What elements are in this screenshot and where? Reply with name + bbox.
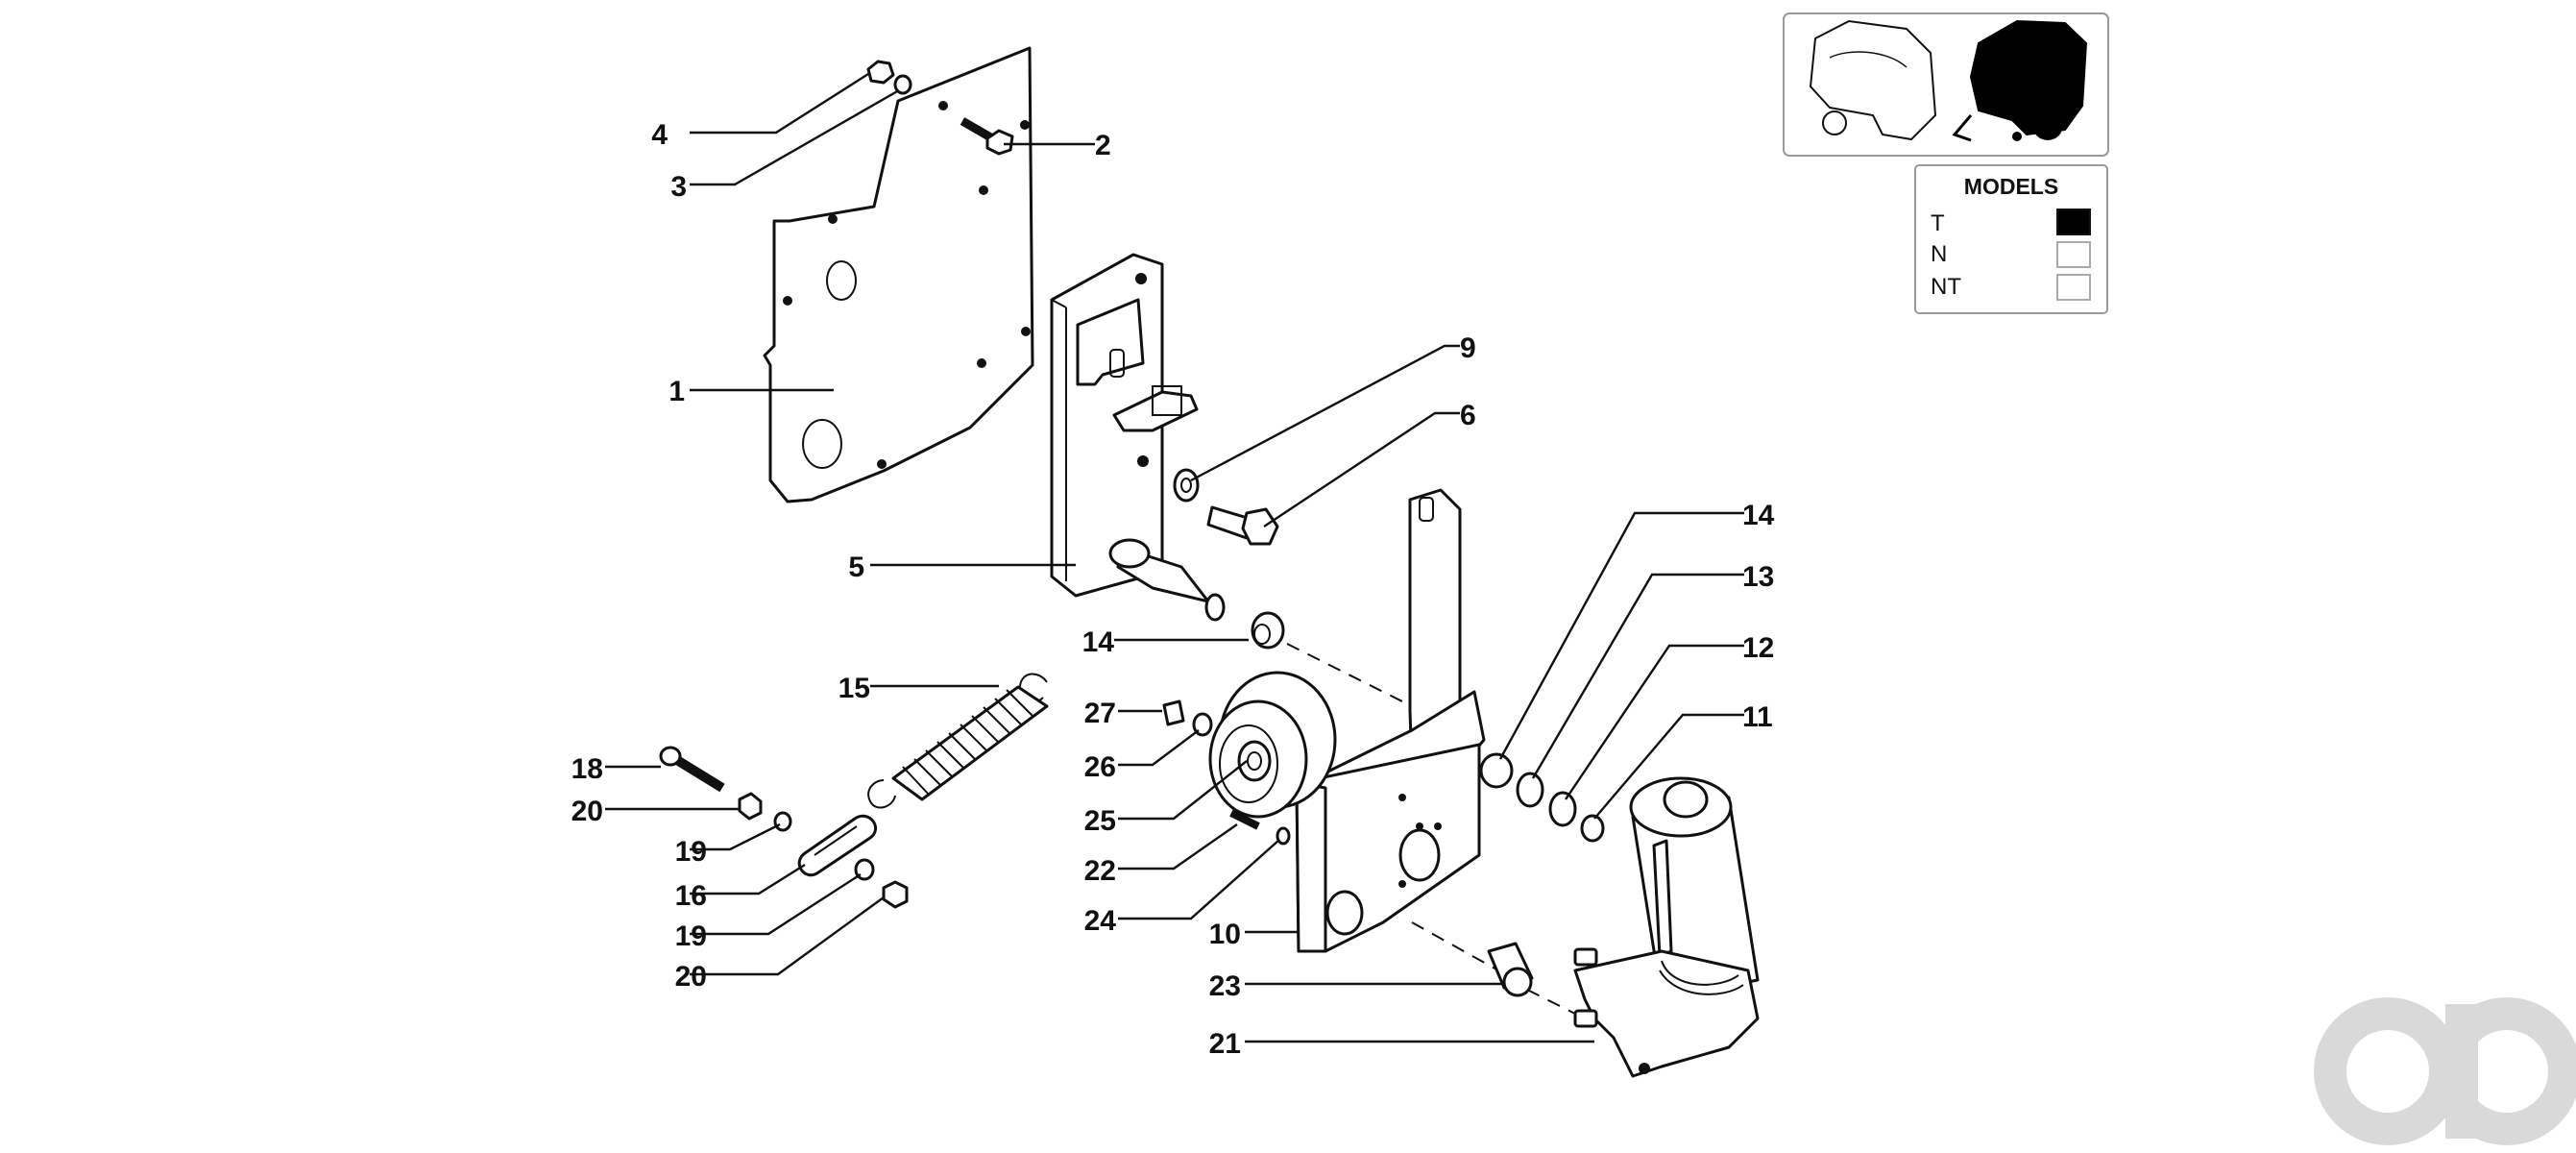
- part-washer-19a: [773, 811, 792, 832]
- callout-label: 14: [1742, 500, 1775, 531]
- callout-label: 4: [651, 119, 668, 151]
- callout-label: 24: [1084, 905, 1117, 937]
- leader-lines: [605, 72, 1744, 1043]
- part-ring-12: [1548, 791, 1577, 827]
- callout-label: 16: [675, 880, 707, 912]
- callout-label: 3: [670, 171, 687, 203]
- model-checkbox-n: [2056, 241, 2091, 268]
- part-ring-14b: [1479, 752, 1514, 789]
- part-ring-13: [1516, 772, 1544, 808]
- part-spring: [867, 673, 1049, 809]
- model-checkbox-nt: [2056, 274, 2091, 301]
- part-nut-washer: [866, 60, 912, 95]
- axis-line: [1411, 921, 1499, 971]
- callout-label: 6: [1460, 400, 1476, 431]
- callout-labels: 4 3 2 1 9 6 5 14 14 13 12 11 15 27 26 25…: [571, 119, 1775, 1060]
- callout-label: 25: [1084, 805, 1116, 837]
- part-arm: [1293, 488, 1486, 953]
- model-checkbox-t: [2056, 209, 2091, 235]
- part-bolt-2: [960, 117, 1014, 156]
- callout-label: 22: [1084, 855, 1116, 887]
- part-bushing-14: [1251, 611, 1285, 650]
- callout-label: 5: [848, 552, 864, 583]
- callout-label: 19: [675, 920, 707, 952]
- brand-logo: [2314, 997, 2576, 1145]
- callout-label: 9: [1460, 332, 1476, 364]
- callout-label: 18: [571, 753, 603, 785]
- callout-label: 19: [675, 836, 707, 868]
- part-washer-9: [1173, 468, 1200, 503]
- part-chain-link: [797, 815, 878, 876]
- model-label-t: T: [1931, 210, 1945, 236]
- callout-label: 26: [1084, 751, 1116, 783]
- callout-label: 20: [571, 796, 603, 827]
- callout-label: 13: [1742, 561, 1774, 593]
- callout-label: 20: [675, 961, 707, 993]
- part-bolt-6: [1206, 505, 1279, 546]
- callout-label: 21: [1209, 1028, 1241, 1060]
- machine-thumbnail-box: [1783, 12, 2109, 157]
- callout-label: 23: [1209, 970, 1241, 1002]
- part-side-plate: [763, 46, 1034, 503]
- callout-label: 15: [838, 673, 870, 704]
- models-legend: MODELS T N NT: [1914, 164, 2108, 314]
- callout-label: 2: [1095, 130, 1111, 161]
- baler-outline-icon: [1809, 19, 1937, 141]
- part-bolt-18: [659, 746, 725, 793]
- baler-filled-icon: [1952, 19, 2088, 142]
- callout-label: 10: [1209, 919, 1241, 950]
- part-nut-20b: [882, 880, 909, 909]
- part-nut-20a: [738, 792, 763, 821]
- part-ring-11: [1580, 814, 1605, 843]
- part-set-screw-24: [1276, 826, 1291, 846]
- part-set-screw-22: [1229, 809, 1260, 830]
- callout-label: 14: [1082, 626, 1115, 658]
- part-bracket: [1050, 253, 1199, 598]
- callout-label: 12: [1742, 632, 1774, 664]
- models-title: MODELS: [1964, 174, 2058, 199]
- part-spacer: [1487, 942, 1534, 997]
- part-motor: [1573, 776, 1760, 1078]
- part-nut-27: [1162, 699, 1185, 726]
- callout-label: 27: [1084, 698, 1116, 729]
- part-pulley: [1208, 671, 1337, 819]
- axis-line: [1286, 643, 1413, 707]
- callout-label: 11: [1742, 701, 1773, 733]
- model-label-n: N: [1931, 241, 1947, 267]
- model-label-nt: NT: [1931, 274, 1961, 300]
- part-pin: [1108, 538, 1226, 622]
- callout-label: 1: [668, 376, 685, 407]
